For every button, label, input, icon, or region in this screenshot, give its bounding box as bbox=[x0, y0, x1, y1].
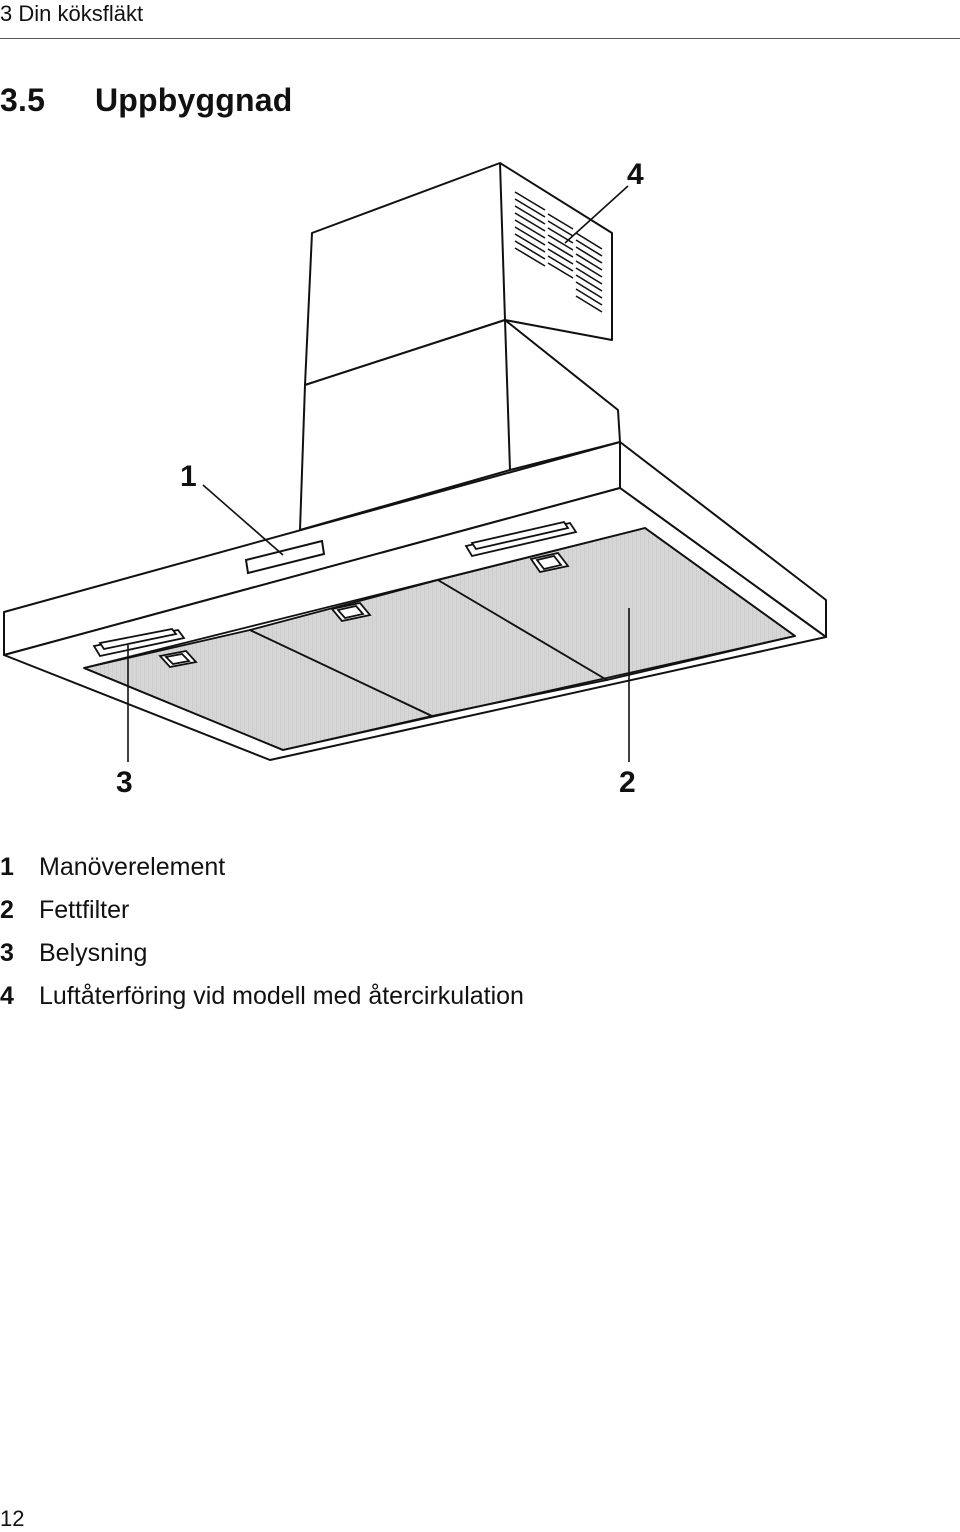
legend-number: 2 bbox=[0, 896, 14, 924]
legend-item: 4 Luftåterföring vid modell med återcirk… bbox=[0, 975, 524, 1018]
running-header: 3 Din köksfläkt bbox=[0, 1, 144, 26]
lights bbox=[92, 520, 578, 668]
legend-label: Manöverelement bbox=[39, 853, 226, 881]
legend-label: Belysning bbox=[39, 939, 148, 967]
legend-label: Fettfilter bbox=[39, 896, 130, 924]
section-title: Uppbyggnad bbox=[95, 82, 293, 118]
section-number: 3.5 bbox=[0, 82, 46, 118]
legend-item: 1 Manöverelement bbox=[0, 846, 524, 889]
header-rule bbox=[0, 38, 960, 39]
callout-leaders bbox=[127, 185, 630, 762]
air-vent-grille bbox=[514, 191, 603, 313]
legend-item: 3 Belysning bbox=[0, 932, 524, 975]
callout-1: 1 bbox=[180, 460, 197, 493]
legend-item: 2 Fettfilter bbox=[0, 889, 524, 932]
control-panel bbox=[244, 539, 326, 575]
legend-label: Luftåterföring vid modell med återcirkul… bbox=[39, 982, 524, 1010]
callout-2: 2 bbox=[619, 766, 636, 799]
page-number: 12 bbox=[0, 1506, 25, 1531]
legend: 1 Manöverelement 2 Fettfilter 3 Belysnin… bbox=[0, 846, 524, 1018]
callout-3: 3 bbox=[116, 766, 133, 799]
legend-number: 4 bbox=[0, 982, 14, 1010]
legend-number: 3 bbox=[0, 939, 14, 967]
hood-diagram: 1 4 3 2 bbox=[3, 158, 827, 799]
legend-number: 1 bbox=[0, 853, 14, 881]
section-heading: 3.5 Uppbyggnad bbox=[0, 80, 293, 120]
callout-4: 4 bbox=[627, 158, 644, 191]
